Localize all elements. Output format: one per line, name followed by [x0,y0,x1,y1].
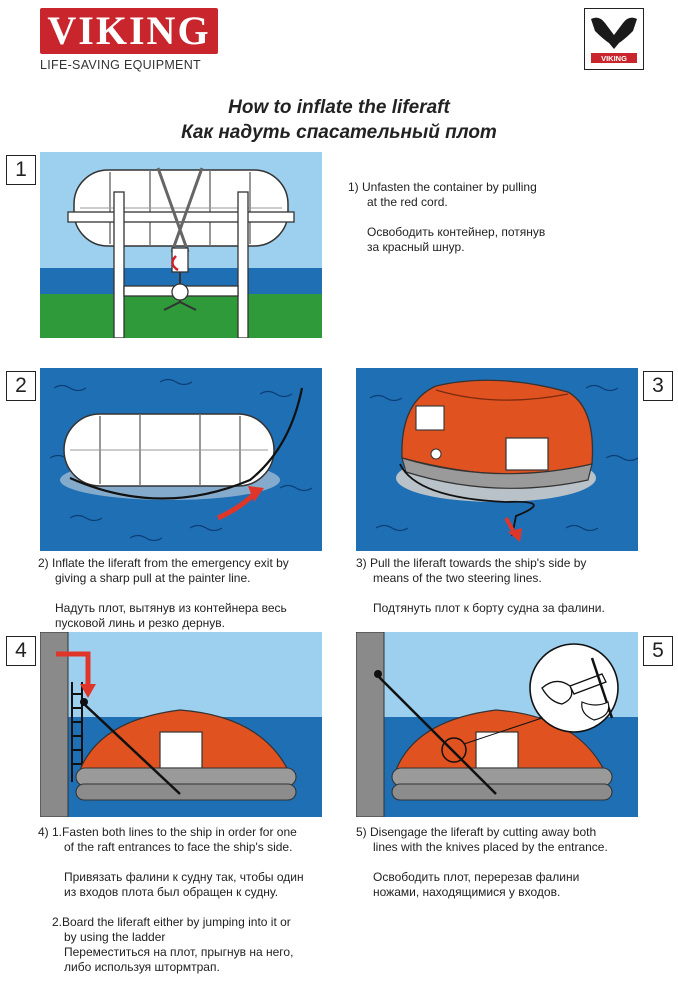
step-number-4: 4 [6,636,36,666]
emblem-label: VIKING [601,54,627,63]
title-english: How to inflate the liferaft [228,97,450,118]
illustration-step-5 [356,632,638,817]
step-4-ru2-line-2: либо используя штормтрап. [64,960,220,974]
step-1-en-line-1: 1) Unfasten the container by pulling [348,180,537,194]
step-1-ru-line-2: за красный шнур. [367,240,465,254]
step-4-en2-line-1: 2.Board the liferaft either by jumping i… [52,915,291,929]
step-number-3: 3 [643,371,673,401]
step-4-text: 4) 1.Fasten both lines to the ship in or… [38,825,348,975]
step-3-en-line-1: 3) Pull the liferaft towards the ship's … [356,556,587,570]
illustration-step-1 [40,152,322,338]
step-4-en-line-1: 4) 1.Fasten both lines to the ship in or… [38,825,297,839]
viking-emblem: VIKING [584,8,644,70]
step-2-ru-line-1: Надуть плот, вытянув из контейнера весь [55,601,287,615]
illustration-step-4 [40,632,322,817]
step-2-text: 2) Inflate the liferaft from the emergen… [38,556,338,631]
step-4-ru-line-2: из входов плота был обращен к судну. [64,885,279,899]
step-5-ru-line-1: Освободить плот, перерезав фалини [373,870,580,884]
step-2-ru-line-2: пусковой линь и резко дернув. [55,616,225,630]
step-number-2: 2 [6,371,36,401]
step-4-ru2-line-1: Переместиться на плот, прыгнув на него, [64,945,294,959]
step-1-text: 1) Unfasten the container by pulling at … [348,180,648,255]
step-5-en-line-1: 5) Disengage the liferaft by cutting awa… [356,825,597,839]
shield-icon: VIKING [591,17,637,63]
brand-logo: VIKING [40,8,218,54]
step-number-5: 5 [643,636,673,666]
illustration-step-2 [40,368,322,551]
title-russian: Как надуть спасательный плот [181,122,497,143]
step-4-ru-line-1: Привязать фалини к судну так, чтобы один [64,870,304,884]
step-4-en-line-2: of the raft entrances to face the ship's… [64,840,293,854]
step-2-en-line-2: giving a sharp pull at the painter line. [55,571,251,585]
step-1-ru-line-1: Освободить контейнер, потянув [367,225,546,239]
step-5-en-line-2: lines with the knives placed by the entr… [373,840,608,854]
step-4-en2-line-2: by using the ladder [64,930,166,944]
step-3-en-line-2: means of the two steering lines. [373,571,542,585]
step-1-en-line-2: at the red cord. [367,195,448,209]
step-5-text: 5) Disengage the liferaft by cutting awa… [356,825,666,900]
step-5-ru-line-2: ножами, находящимися у входов. [373,885,561,899]
illustration-step-3 [356,368,638,551]
brand-tagline: LIFE-SAVING EQUIPMENT [40,58,201,72]
step-3-ru-line-1: Подтянуть плот к борту судна за фалини. [373,601,605,615]
step-2-en-line-1: 2) Inflate the liferaft from the emergen… [38,556,289,570]
step-3-text: 3) Pull the liferaft towards the ship's … [356,556,666,616]
step-number-1: 1 [6,155,36,185]
